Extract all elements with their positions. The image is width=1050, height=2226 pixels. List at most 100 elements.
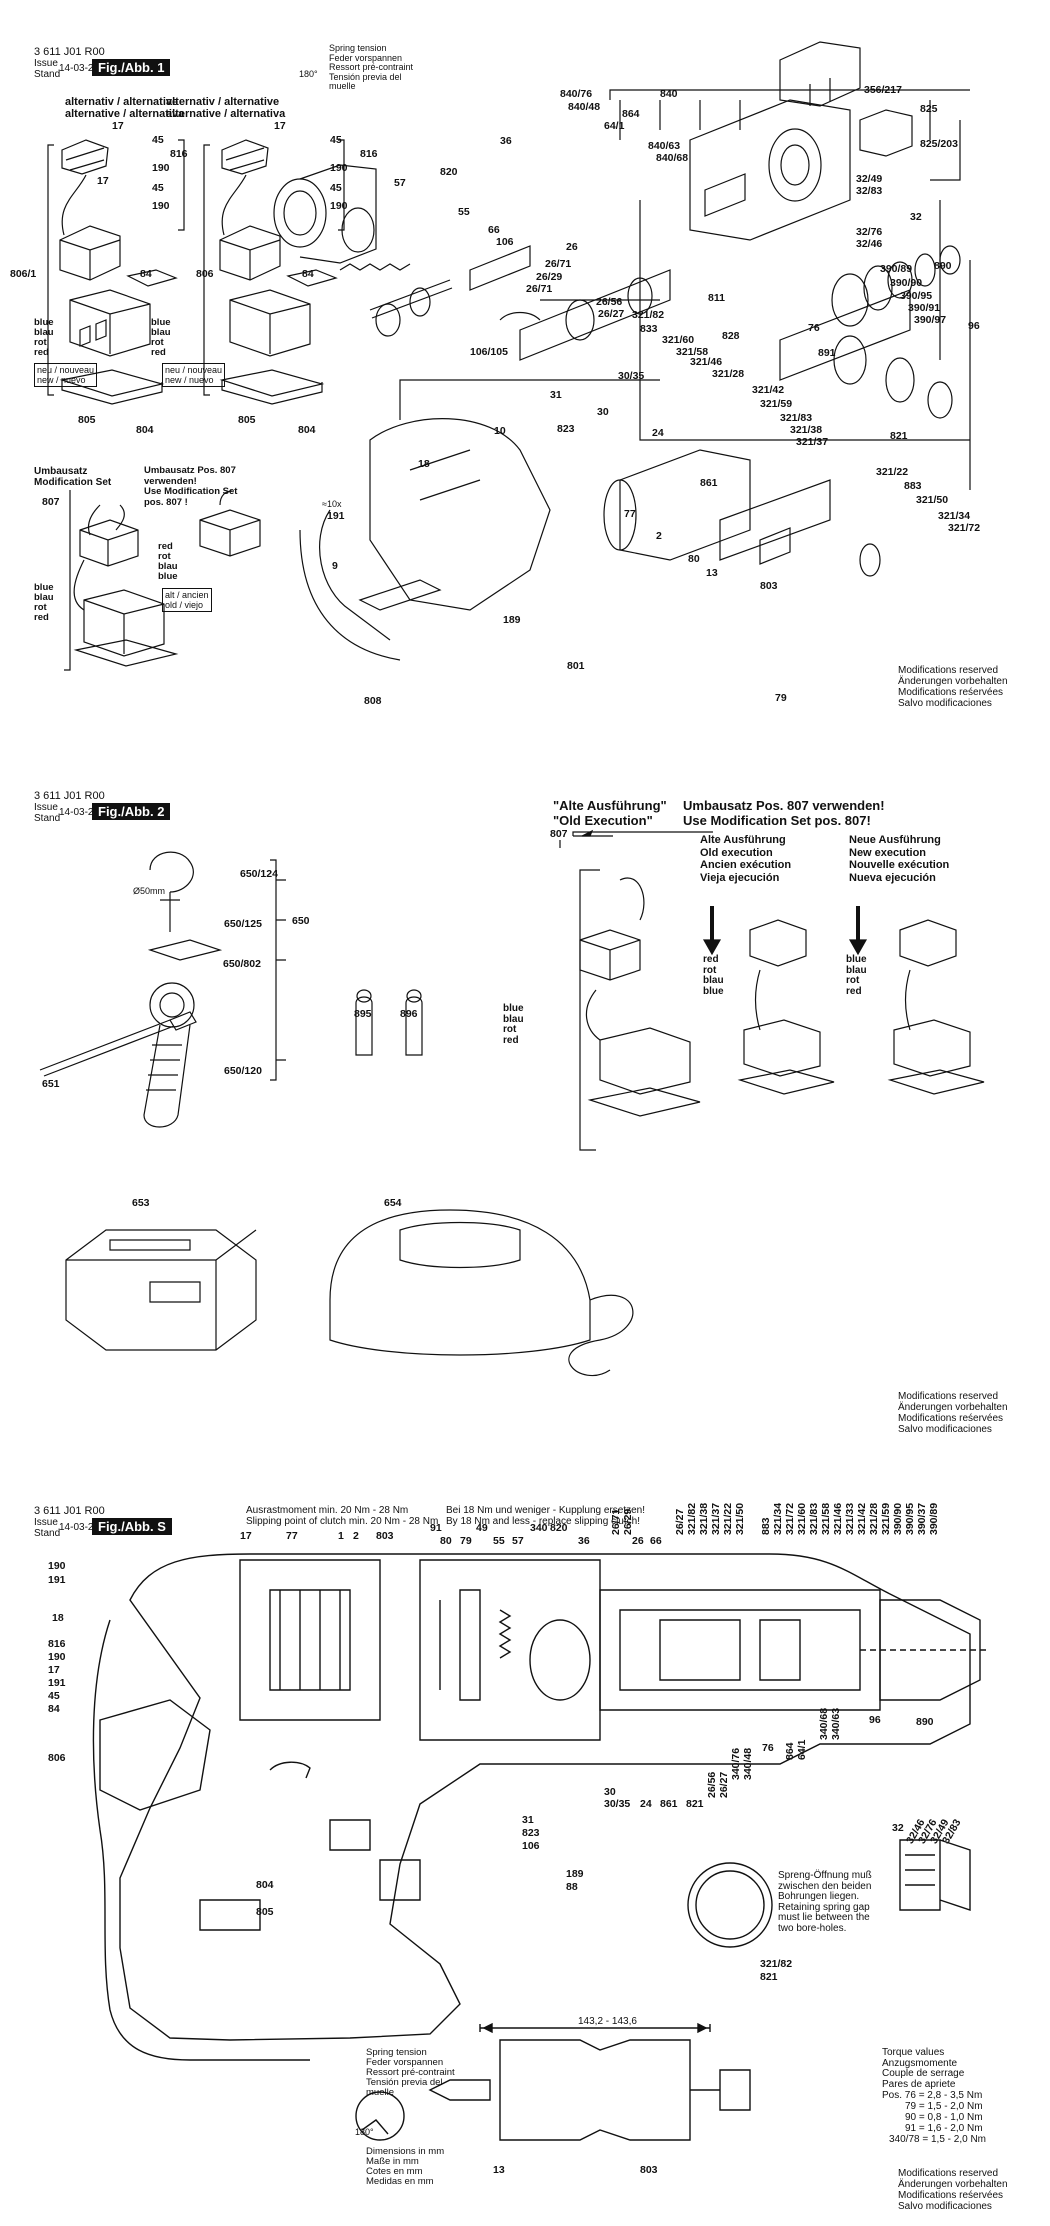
- figS-bottom-823: 823: [522, 1827, 540, 1839]
- fig1-label-321-60: 321/60: [662, 334, 695, 346]
- wire-colors-mod: blue blau rot red: [34, 582, 54, 623]
- fig1-label-321-28: 321/28: [712, 368, 745, 380]
- new-execution-list: Neue Ausführung New execution Nouvelle e…: [849, 834, 950, 884]
- figS-top-36: 36: [578, 1535, 590, 1547]
- old-execution-list: Alte Ausführung Old execution Ancien exé…: [700, 834, 792, 884]
- switch-807-drawing: [559, 840, 701, 1151]
- figS-left-191: 191: [48, 1574, 66, 1586]
- figS-top-390-89: 390/89: [928, 1502, 940, 1535]
- figS-top-57: 57: [512, 1535, 524, 1547]
- fig1-label-804b: 804: [298, 424, 316, 436]
- fig1-label-190d: 190: [330, 200, 348, 212]
- fig2-label-650: 650: [292, 915, 310, 927]
- fig2-label-653: 653: [132, 1197, 150, 1209]
- fig1-label-390-89: 390/89: [880, 263, 913, 275]
- figure-2-title: Fig./Abb. 2: [92, 803, 171, 820]
- figS-bottom-32: 32: [892, 1822, 904, 1834]
- alt-mid-label-2: alternative / alternativa: [166, 108, 286, 120]
- figS-left-816: 816: [48, 1638, 66, 1650]
- figS-bottom-821b: 821: [760, 1971, 778, 1983]
- fig1-label-32-49: 32/49: [856, 173, 883, 185]
- fig1-label-821: 821: [890, 430, 908, 442]
- figS-left-190b: 190: [48, 1651, 66, 1663]
- fig1-label-321-82: 321/82: [632, 309, 665, 321]
- figS-top-17: 17: [240, 1530, 252, 1542]
- dimensions-note: Dimensions in mm Maße in mm Cotes en mm …: [366, 2146, 445, 2187]
- fig1-label-356-217: 356/217: [864, 84, 902, 96]
- figS-left-17: 17: [48, 1664, 60, 1676]
- diameter-note: Ø50mm: [133, 886, 166, 896]
- fig1-label-26-71b: 26/71: [526, 283, 553, 295]
- torque-note-2: Slipping point of clutch min. 20 Nm - 28…: [246, 1516, 439, 1527]
- torque-row-79: 79 = 1,5 - 2,0 Nm: [905, 2101, 983, 2112]
- armature-length: 143,2 - 143,6: [578, 2016, 637, 2027]
- fig1-label-806: 806: [196, 268, 214, 280]
- figS-left-18: 18: [52, 1612, 64, 1624]
- fig1-label-805: 805: [78, 414, 96, 426]
- fig1-label-13: 13: [706, 567, 718, 579]
- aux-handle-drawing: [143, 982, 195, 1128]
- quantity-x10: ≈10x: [322, 499, 342, 509]
- document-code-2: 3 611 J01 R00: [34, 790, 105, 802]
- alt-mid-label-1: alternativ / alternative: [166, 96, 280, 108]
- torque-note-1: Ausrastmoment min. 20 Nm - 28 Nm: [246, 1505, 409, 1516]
- fig1-label-66: 66: [488, 224, 500, 236]
- stand-label-2: Stand: [34, 813, 61, 824]
- fig1-label-321-22: 321/22: [876, 466, 909, 478]
- figS-top-321-82: 321/82: [686, 1502, 698, 1535]
- fig1-label-321-34: 321/34: [938, 510, 971, 522]
- fig1-label-84: 84: [140, 268, 152, 280]
- wire-colors-left: blue blau rot red: [34, 317, 54, 358]
- fig1-label-189: 189: [503, 614, 521, 626]
- figS-top-321-22: 321/22: [722, 1502, 734, 1535]
- stand-label-3: Stand: [34, 1528, 61, 1539]
- figS-top-321-37: 321/37: [710, 1502, 722, 1535]
- figS-top-77: 77: [286, 1530, 298, 1542]
- figS-bottom-340-76: 340/76: [730, 1747, 742, 1780]
- torque-row-76: Pos. 76 = 2,8 - 3,5 Nm: [882, 2090, 983, 2101]
- figS-top-803: 803: [376, 1530, 394, 1542]
- figS-bottom-26-56: 26/56: [706, 1771, 718, 1798]
- figS-left-45: 45: [48, 1690, 60, 1702]
- fig1-label-321-42: 321/42: [752, 384, 785, 396]
- fig1-label-96: 96: [968, 320, 980, 332]
- issue-label-2: Issue: [34, 802, 58, 813]
- stand-label: Stand: [34, 69, 61, 80]
- fig1-label-77: 77: [624, 508, 636, 520]
- fig1-label-816: 816: [170, 148, 188, 160]
- fig1-label-825: 825: [920, 103, 938, 115]
- issue-label-3: Issue: [34, 1517, 58, 1528]
- fig1-label-17: 17: [112, 120, 124, 132]
- rings-drawing: [779, 245, 961, 419]
- fig1-label-891: 891: [818, 347, 836, 359]
- figS-bottom-861: 861: [660, 1798, 678, 1810]
- fig1-label-321-59: 321/59: [760, 398, 793, 410]
- fig1-label-890: 890: [934, 260, 952, 272]
- fig1-label-80: 80: [688, 553, 700, 565]
- fig1-label-190: 190: [152, 162, 170, 174]
- figS-top-80: 80: [440, 1535, 452, 1547]
- fig1-label-79: 79: [775, 692, 787, 704]
- depth-stop-drawing: [39, 851, 223, 1077]
- alt-left-label-2: alternative / alternativa: [65, 108, 185, 120]
- old-version-box: alt / ancien old / viejo: [162, 588, 212, 612]
- document-code: 3 611 J01 R00: [34, 46, 105, 58]
- figS-bottom-340-68: 340/68: [818, 1707, 830, 1740]
- figS-top-321-38: 321/38: [698, 1502, 710, 1535]
- fig1-label-26-56: 26/56: [596, 296, 623, 308]
- grease-tubes-drawing: [355, 989, 423, 1056]
- fig1-label-55: 55: [458, 206, 470, 218]
- fig1-label-190c: 190: [330, 162, 348, 174]
- figS-bottom-64-1: 64/1: [796, 1739, 808, 1760]
- figS-left-806: 806: [48, 1752, 66, 1764]
- figS-top-1: 1: [338, 1530, 344, 1542]
- fig1-label-190b: 190: [152, 200, 170, 212]
- figS-bottom-340-48: 340/48: [742, 1747, 754, 1780]
- fig1-label-840-76: 840/76: [560, 88, 593, 100]
- fig1-label-808: 808: [364, 695, 382, 707]
- figS-left-191b: 191: [48, 1677, 66, 1689]
- clutch-note-1: Bei 18 Nm und weniger - Kupplung ersetze…: [446, 1505, 646, 1516]
- new-switch-drawing: [848, 906, 985, 1095]
- gear-case-drawing: [689, 99, 851, 241]
- fig1-label-321-58: 321/58: [676, 346, 709, 358]
